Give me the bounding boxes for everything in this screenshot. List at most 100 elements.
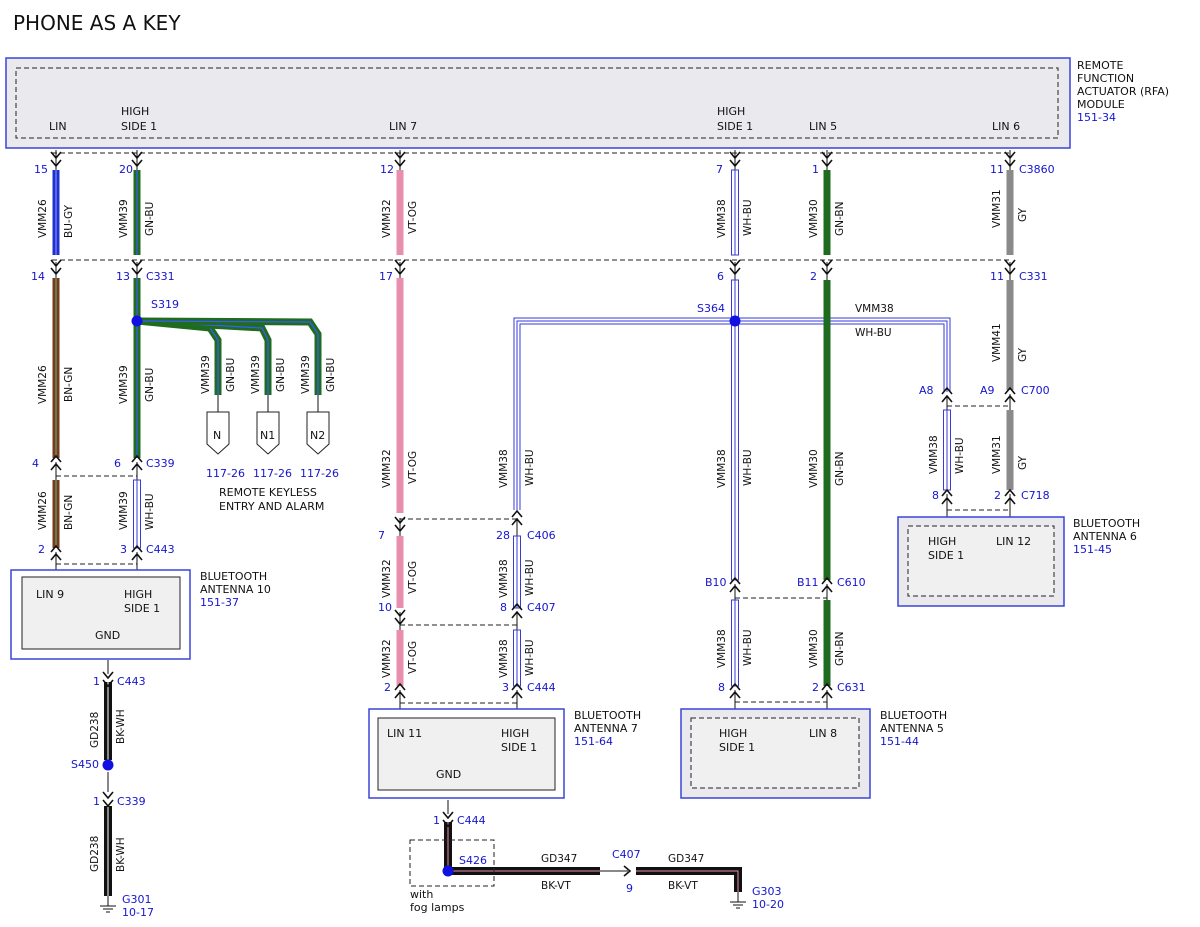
connector-chevron-icon — [941, 386, 953, 403]
connector-chevron-icon — [729, 576, 741, 593]
wire-vmm38 — [513, 150, 951, 718]
connector-chevron-icon — [131, 259, 143, 276]
rfa-pin-lin5: LIN 5 — [809, 120, 837, 133]
ant5-pin-lin8: LIN 8 — [809, 727, 837, 740]
pin-8c: 8 — [932, 489, 939, 502]
pin-9: 9 — [626, 882, 633, 895]
ant5-pin-side1: SIDE 1 — [719, 741, 755, 754]
ant5-pin-high: HIGH — [719, 727, 747, 740]
wl-gnbn-c: GN-BN — [834, 632, 846, 666]
wl-vmm32-d: VMM32 — [381, 639, 393, 678]
connector-chevron-icon — [511, 509, 523, 526]
wl-whbu-g: WH-BU — [524, 639, 536, 676]
pin-8b: 8 — [718, 681, 725, 694]
wl-vtog-a: VT-OG — [407, 201, 419, 234]
rfa-pin-high-2: HIGH — [717, 105, 745, 118]
pin-15: 15 — [34, 163, 48, 176]
wl-bugy: BU-GY — [63, 204, 75, 238]
wl-whbu-f: WH-BU — [524, 559, 536, 596]
pin-3b: 3 — [502, 681, 509, 694]
offpage-ref-n2: 117-26 — [300, 467, 339, 480]
connector-chevron-icon — [394, 682, 406, 699]
wl-bngn-a: BN-GN — [63, 367, 75, 402]
pin-b10: B10 — [705, 576, 727, 589]
wl-vmm31-a: VMM31 — [991, 189, 1003, 228]
rfa-name-2: FUNCTION — [1077, 72, 1134, 85]
connector-chevron-icon — [394, 609, 406, 626]
pin-2c: 2 — [384, 681, 391, 694]
wl-vmm39-f: VMM39 — [118, 491, 130, 530]
pin-1b: 1 — [93, 795, 100, 808]
wire-vmm31 — [1006, 150, 1014, 526]
wire-vmm32 — [396, 150, 404, 718]
wl-whbu-a: WH-BU — [742, 199, 754, 236]
ground-g303-icon — [730, 901, 746, 909]
wl-vmm30-c: VMM30 — [808, 629, 820, 668]
pin-2d: 2 — [812, 681, 819, 694]
rfa-module: LIN HIGH SIDE 1 LIN 7 HIGH SIDE 1 LIN 5 … — [5, 57, 1169, 149]
wl-vmm38-c: VMM38 — [716, 449, 728, 488]
conn-c700: C700 — [1021, 384, 1050, 397]
ant7-pin-side1: SIDE 1 — [501, 741, 537, 754]
rfa-pin-side1-2: SIDE 1 — [717, 120, 753, 133]
pin-b11: B11 — [797, 576, 819, 589]
s319-branches — [136, 317, 322, 412]
ant6-name-1: BLUETOOTH — [1073, 517, 1140, 530]
wl-gnbn-b: GN-BN — [834, 452, 846, 486]
rfa-pin-lin6: LIN 6 — [992, 120, 1020, 133]
wl-vtog-d: VT-OG — [407, 641, 419, 674]
wl-vmm41: VMM41 — [991, 323, 1003, 362]
pin-14: 14 — [31, 270, 45, 283]
connector-chevron-icon — [1004, 386, 1016, 403]
connector-chevron-icon — [1004, 259, 1016, 276]
ant10-name-2: ANTENNA 10 — [200, 583, 271, 596]
pin-a9: A9 — [980, 384, 995, 397]
bluetooth-antenna-6: HIGH SIDE 1 LIN 12 BLUETOOTH ANTENNA 6 1… — [897, 516, 1140, 607]
wl-whbu-c: WH-BU — [742, 449, 754, 486]
connector-chevron-icon — [821, 682, 833, 699]
ant10-name-1: BLUETOOTH — [200, 570, 267, 583]
pin-labels: 15 20 12 7 1 11 C3860 14 13 C331 17 6 2 … — [31, 163, 1055, 919]
fog-lamp-box — [409, 839, 495, 887]
connector-chevron-icon — [1004, 151, 1016, 168]
splice-s426-dot — [442, 865, 454, 877]
ant10-ref: 151-37 — [200, 596, 239, 609]
ant7-pin-high: HIGH — [501, 727, 529, 740]
rfa-name-1: REMOTE — [1077, 59, 1123, 72]
wire-vmm30 — [823, 150, 831, 718]
conn-c3860: C3860 — [1019, 163, 1055, 176]
ant6-pin-side1: SIDE 1 — [928, 549, 964, 562]
connector-chevron-icon — [50, 454, 62, 471]
bluetooth-antenna-10: LIN 9 HIGH SIDE 1 GND BLUETOOTH ANTENNA … — [10, 569, 271, 660]
wl-vmm38-b: VMM38 — [498, 449, 510, 488]
splice-s450-dot — [102, 759, 114, 771]
wl-gd347-a: GD347 — [541, 853, 577, 865]
wl-gy-a: GY — [1017, 207, 1029, 222]
wl-vmm32-b: VMM32 — [381, 449, 393, 488]
conn-c443-a: C443 — [146, 543, 175, 556]
wl-vmm38-d: VMM38 — [928, 435, 940, 474]
wl-gnbu-a: GN-BU — [144, 202, 156, 236]
ant10-pin-side1: SIDE 1 — [124, 602, 160, 615]
ant7-name-2: ANTENNA 7 — [574, 722, 638, 735]
connector-chevron-icon — [511, 682, 523, 699]
wl-whbu-e: WH-BU — [144, 493, 156, 530]
pin-4: 4 — [32, 457, 39, 470]
pin-1c: 1 — [433, 814, 440, 827]
wl-gy-c: GY — [1017, 455, 1029, 470]
page-title: PHONE AS A KEY — [13, 11, 181, 35]
rfa-pin-lin: LIN — [49, 120, 67, 133]
connector-chevron-icon — [442, 811, 454, 828]
bluetooth-antenna-5: HIGH SIDE 1 LIN 8 BLUETOOTH ANTENNA 5 15… — [680, 708, 947, 799]
connector-chevron-icon — [102, 671, 114, 688]
wl-gnbn-a: GN-BN — [834, 202, 846, 236]
connector-chevron-icon — [623, 865, 632, 877]
conn-c331-b: C331 — [1019, 270, 1048, 283]
wl-vmm39-c: VMM39 — [200, 355, 212, 394]
ant10-pin-lin9: LIN 9 — [36, 588, 64, 601]
ant7-pin-lin11: LIN 11 — [387, 727, 422, 740]
wl-gnbu-b: GN-BU — [144, 368, 156, 402]
pin-11b: 11 — [990, 270, 1004, 283]
pin-6: 6 — [717, 270, 724, 283]
conn-c718: C718 — [1021, 489, 1050, 502]
